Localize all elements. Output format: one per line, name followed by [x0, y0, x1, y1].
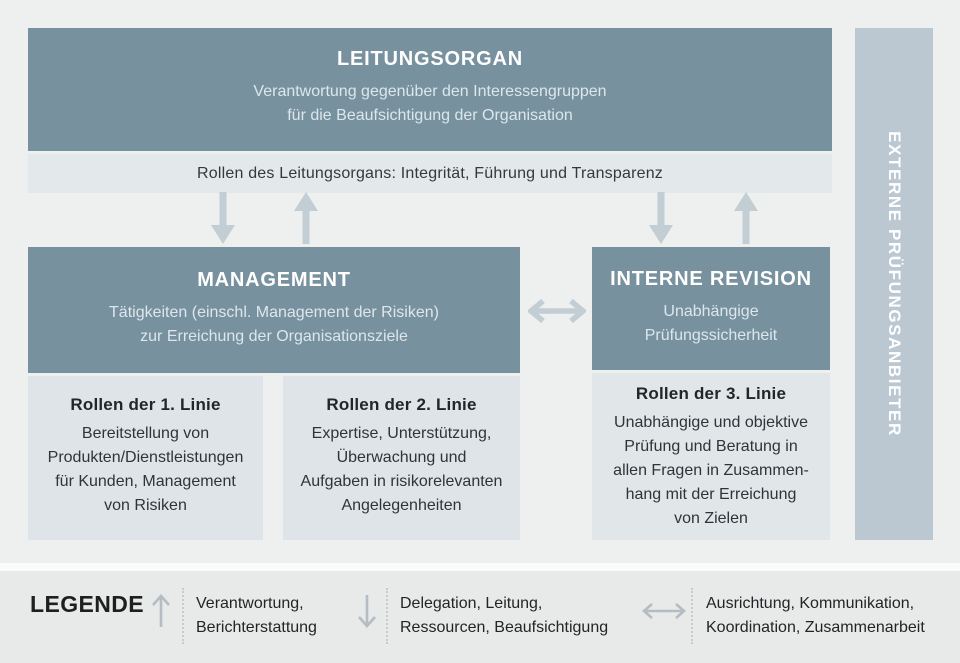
governing-body-title: LEITUNGSORGAN — [337, 48, 523, 70]
legend-title: LEGENDE — [30, 591, 144, 617]
management-title: MANAGEMENT — [197, 269, 351, 291]
arrow-left-right-icon — [528, 298, 586, 324]
legend-divider — [182, 588, 184, 644]
governing-body-box: LEITUNGSORGAN Verantwortung gegenüber de… — [28, 28, 832, 151]
governing-body-subtitle: Verantwortung gegenüber den Interessengr… — [253, 83, 607, 124]
legend-divider — [386, 588, 388, 644]
line3-roles-box: Rollen der 3. Linie Unabhängige und obje… — [592, 373, 830, 540]
internal-audit-box: INTERNE REVISION Unabhängige Prüfungssic… — [592, 247, 830, 370]
line2-roles-title: Rollen der 2. Linie — [326, 395, 477, 414]
arrow-down-icon — [211, 192, 235, 244]
governing-roles-strip: Rollen des Leitungsorgans: Integrität, F… — [28, 154, 832, 193]
management-subtitle: Tätigkeiten (einschl. Management der Ris… — [109, 304, 439, 345]
legend-item-label: Ausrichtung, Kommunikation, Koordination… — [706, 595, 925, 636]
line1-roles-title: Rollen der 1. Linie — [70, 395, 221, 414]
arrow-down-icon — [358, 595, 376, 628]
external-audit-sidebar: EXTERNE PRÜFUNGSANBIETER — [855, 28, 933, 540]
external-audit-sidebar-label: EXTERNE PRÜFUNGSANBIETER — [885, 131, 904, 437]
legend-item-label: Delegation, Leitung, Ressourcen, Beaufsi… — [400, 595, 609, 636]
legend-item-label: Verantwortung, Berichterstattung — [196, 595, 317, 636]
arrow-up-icon — [294, 192, 318, 244]
line2-roles-body: Expertise, Unterstützung, Überwachung un… — [300, 425, 503, 514]
line1-roles-body: Bereitstellung von Produkten/Dienstleist… — [47, 425, 244, 514]
internal-audit-title: INTERNE REVISION — [610, 268, 812, 290]
legend-divider — [691, 588, 693, 644]
line1-roles-box: Rollen der 1. Linie Bereitstellung von P… — [28, 376, 263, 540]
governing-roles-strip-text: Rollen des Leitungsorgans: Integrität, F… — [196, 164, 664, 182]
arrow-left-right-icon — [642, 603, 686, 619]
management-box: MANAGEMENT Tätigkeiten (einschl. Managem… — [28, 247, 520, 373]
line3-roles-title: Rollen der 3. Linie — [635, 384, 787, 403]
arrow-up-icon — [152, 594, 170, 627]
line2-roles-box: Rollen der 2. Linie Expertise, Unterstüt… — [283, 376, 520, 540]
arrow-down-icon — [649, 192, 673, 244]
arrow-up-icon — [734, 192, 758, 244]
separator-band — [0, 563, 960, 571]
line3-roles-body: Unabhängige und objektive Prüfung und Be… — [613, 414, 809, 527]
internal-audit-subtitle: Unabhängige Prüfungssicherheit — [644, 303, 778, 344]
